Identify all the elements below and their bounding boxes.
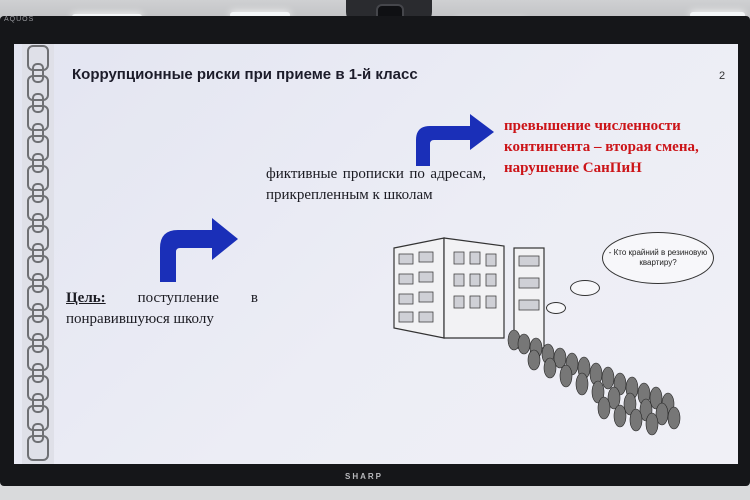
ceiling-light [690,12,745,18]
chain-border-decoration [22,44,54,464]
arrow-up-right-icon [160,218,238,282]
slide-title: Коррупционные риски при приеме в 1-й кла… [72,66,418,83]
consequence-text: превышение численности контингента – вто… [504,118,699,176]
speech-bubble: - Кто крайний в резиновую квартиру? [602,232,714,284]
slide: Коррупционные риски при приеме в 1-й кла… [14,44,738,464]
goal-description: поступление в понравившуюся школу [66,290,258,327]
arrow-up-right-icon [416,114,494,166]
goal-label: Цель: [66,290,106,306]
fictitious-registration-text: фиктивные прописки по адресам, прикрепле… [266,166,486,203]
tv-frame: AQUOS SHARP [0,16,750,486]
thought-dot [570,280,600,296]
ceiling-light [230,12,290,18]
apartment-building-queue-illustration [393,237,681,436]
goal-text: Цель: поступление в понравившуюся школу [66,288,258,330]
tv-brand-logo: SHARP [345,472,384,481]
tv-brand-label: AQUOS [4,16,35,23]
page-number: 2 [719,70,726,82]
thought-dot [546,302,566,314]
